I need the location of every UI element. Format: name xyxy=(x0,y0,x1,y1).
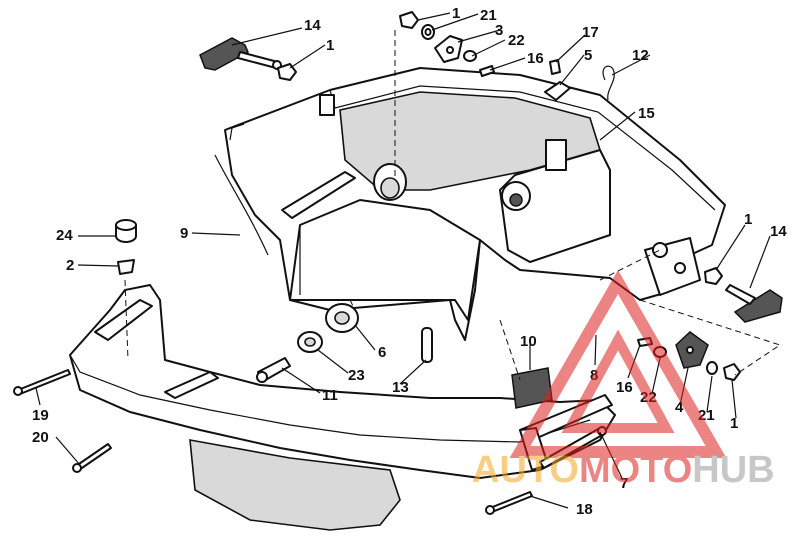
latch-4-part xyxy=(675,331,709,369)
screw-16-top-part xyxy=(479,65,495,77)
bolt-18-part xyxy=(485,491,533,515)
upper-cover-part xyxy=(214,67,726,341)
callout-13: 13 xyxy=(392,379,409,396)
stud-11-part xyxy=(256,357,291,383)
callout-9: 9 xyxy=(180,225,188,242)
callout-11: 11 xyxy=(322,387,338,404)
callout-14-top: 14 xyxy=(304,17,321,34)
callout-15: 15 xyxy=(638,105,655,122)
callout-3: 3 xyxy=(495,22,503,39)
nut-top-left-part xyxy=(277,63,297,81)
callout-2: 2 xyxy=(66,257,74,274)
fitting-2-part xyxy=(117,259,135,275)
callout-19: 19 xyxy=(32,407,49,424)
alignment-lines xyxy=(124,30,782,381)
seal-13-part xyxy=(421,327,433,363)
latch-bracket-top-part xyxy=(434,35,463,63)
latch-handle-top-part xyxy=(199,37,282,71)
callout-7: 7 xyxy=(620,475,628,492)
callout-21-top: 21 xyxy=(480,7,497,24)
bolt-20-part xyxy=(72,443,112,473)
callout-18: 18 xyxy=(576,501,593,518)
callout-16-top: 16 xyxy=(527,50,544,67)
callout-12: 12 xyxy=(632,47,649,64)
callout-24: 24 xyxy=(56,227,73,244)
grommet-6-part xyxy=(325,303,359,333)
watermark-text: AUTOMOTOHUB xyxy=(472,449,775,491)
callout-23: 23 xyxy=(348,367,365,384)
callout-1-right-low: 1 xyxy=(730,415,738,432)
callout-labels: 14 1 1 21 3 22 16 17 5 12 15 9 24 2 1 14… xyxy=(32,5,787,518)
washer-22-top-part xyxy=(463,50,477,62)
callout-6: 6 xyxy=(378,344,386,361)
nut-right-part xyxy=(704,267,723,285)
callout-22-top: 22 xyxy=(508,32,525,49)
bolt-19-part xyxy=(13,369,71,396)
washer-right-part xyxy=(706,361,718,375)
nut-right-low-part xyxy=(723,363,741,381)
watermark-triangle-icon xyxy=(509,269,727,458)
clip-12-part xyxy=(602,65,615,101)
callout-1-top-left: 1 xyxy=(326,37,334,54)
grommet-24-part xyxy=(115,219,137,243)
callout-20: 20 xyxy=(32,429,49,446)
callout-1-top-center: 1 xyxy=(452,5,460,22)
watermark-part-hub: HUB xyxy=(692,449,774,491)
washer-top-part xyxy=(421,24,435,40)
screw-17-part xyxy=(549,59,561,75)
nut-top-center-part xyxy=(399,11,419,29)
bracket-5-part xyxy=(544,81,571,101)
callout-16-right: 16 xyxy=(616,379,633,396)
callout-1-right: 1 xyxy=(744,211,752,228)
callout-14-right: 14 xyxy=(770,223,787,240)
washer-23-part xyxy=(297,331,323,353)
callout-5: 5 xyxy=(584,47,592,64)
watermark: AUTOMOTOHUB xyxy=(472,269,775,491)
watermark-part-auto: AUTO xyxy=(472,449,579,491)
watermark-part-moto: MOTO xyxy=(579,449,692,491)
callout-17: 17 xyxy=(582,24,599,41)
callout-10: 10 xyxy=(520,333,537,350)
latch-handle-right-part xyxy=(725,284,783,323)
callout-4: 4 xyxy=(675,399,684,416)
